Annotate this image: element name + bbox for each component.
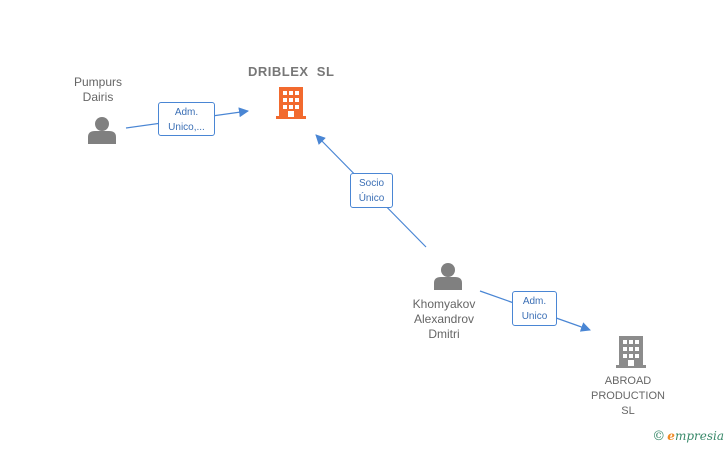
- building-icon[interactable]: [616, 336, 646, 368]
- edge-label-line: Adm.: [174, 107, 199, 118]
- node-label-pumpurs[interactable]: Pumpurs Dairis: [48, 75, 148, 105]
- node-label-khomyakov[interactable]: Khomyakov Alexandrov Dmitri: [394, 297, 494, 342]
- person-icon[interactable]: [88, 117, 116, 144]
- node-label-line: PRODUCTION: [591, 390, 665, 402]
- copyright-symbol: ©: [652, 429, 666, 444]
- edge-label-line: Unico: [521, 311, 548, 322]
- node-label-line: Khomyakov: [412, 297, 476, 311]
- brand-logo: ©empresia: [652, 429, 724, 444]
- node-label-line: Alexandrov: [413, 312, 475, 326]
- building-icon[interactable]: [276, 87, 306, 119]
- node-label-line: ABROAD: [604, 375, 652, 387]
- edge-label-line: Socio: [358, 178, 384, 189]
- node-label-driblex[interactable]: DRIBLEX SL: [248, 64, 335, 79]
- node-label-line: Pumpurs: [73, 75, 123, 89]
- brand-initial: e: [667, 429, 675, 443]
- edge-label-socio-unico[interactable]: Socio Único: [350, 173, 393, 208]
- node-label-line: Dairis: [82, 90, 114, 104]
- node-label-line: Dmitri: [428, 327, 460, 341]
- brand-name: mpresia: [674, 429, 724, 443]
- node-label-abroad[interactable]: ABROAD PRODUCTION SL: [578, 374, 678, 419]
- edge-label-adm-unico-2[interactable]: Adm. Unico: [512, 291, 557, 326]
- node-label-line: SL: [621, 405, 635, 417]
- edge-label-line: Unico,...: [168, 122, 205, 133]
- edge-label-line: Único: [358, 193, 385, 204]
- edge-label-line: Adm.: [522, 296, 547, 307]
- person-icon[interactable]: [434, 263, 462, 290]
- edge-label-adm-unico[interactable]: Adm. Unico,...: [158, 102, 215, 136]
